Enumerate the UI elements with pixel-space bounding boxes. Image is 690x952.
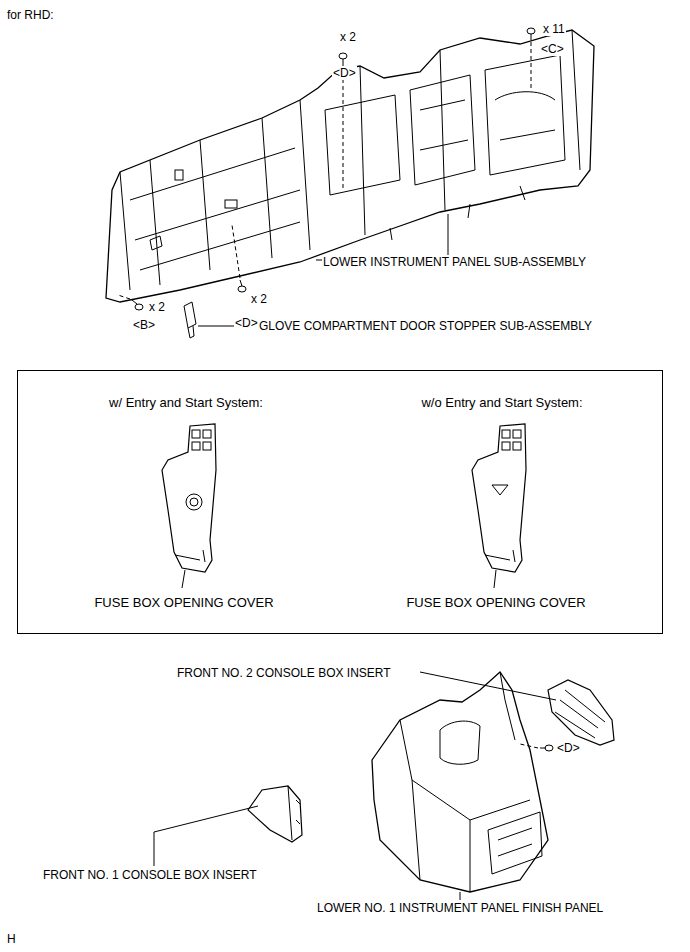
part-label: for RHD: <box>6 8 55 22</box>
part-label: <D> <box>556 741 581 755</box>
part-label: x 2 <box>339 30 357 44</box>
fuse-cover-drawing <box>162 424 526 588</box>
console-insert-1-drawing <box>154 786 302 866</box>
part-label: FUSE BOX OPENING COVER <box>93 595 274 610</box>
instrument-panel-drawing <box>106 30 594 302</box>
part-label: <C> <box>540 42 565 56</box>
part-label: FRONT NO. 1 CONSOLE BOX INSERT <box>42 868 258 882</box>
variant-heading: w/ Entry and Start System: <box>108 395 264 410</box>
part-label: x 2 <box>250 292 268 306</box>
part-label: LOWER INSTRUMENT PANEL SUB-ASSEMBLY <box>322 255 587 269</box>
screw-symbols <box>118 28 553 751</box>
variant-heading: w/o Entry and Start System: <box>420 395 583 410</box>
part-label: <B> <box>132 318 156 332</box>
part-label: FUSE BOX OPENING COVER <box>405 595 586 610</box>
part-label: <D> <box>234 316 259 330</box>
variant-box: w/ Entry and Start System: FUSE BOX OPENI… <box>17 370 663 634</box>
part-label: GLOVE COMPARTMENT DOOR STOPPER SUB-ASSEM… <box>258 319 593 333</box>
part-label: FRONT NO. 2 CONSOLE BOX INSERT <box>176 666 392 680</box>
part-label: <D> <box>332 66 357 80</box>
part-label: LOWER NO. 1 INSTRUMENT PANEL FINISH PANE… <box>316 901 604 915</box>
finish-panel-drawing <box>372 672 548 900</box>
leader-line <box>316 214 448 260</box>
part-label: x 2 <box>148 300 166 314</box>
part-label: x 11 <box>542 22 566 36</box>
part-label: H <box>6 932 17 946</box>
